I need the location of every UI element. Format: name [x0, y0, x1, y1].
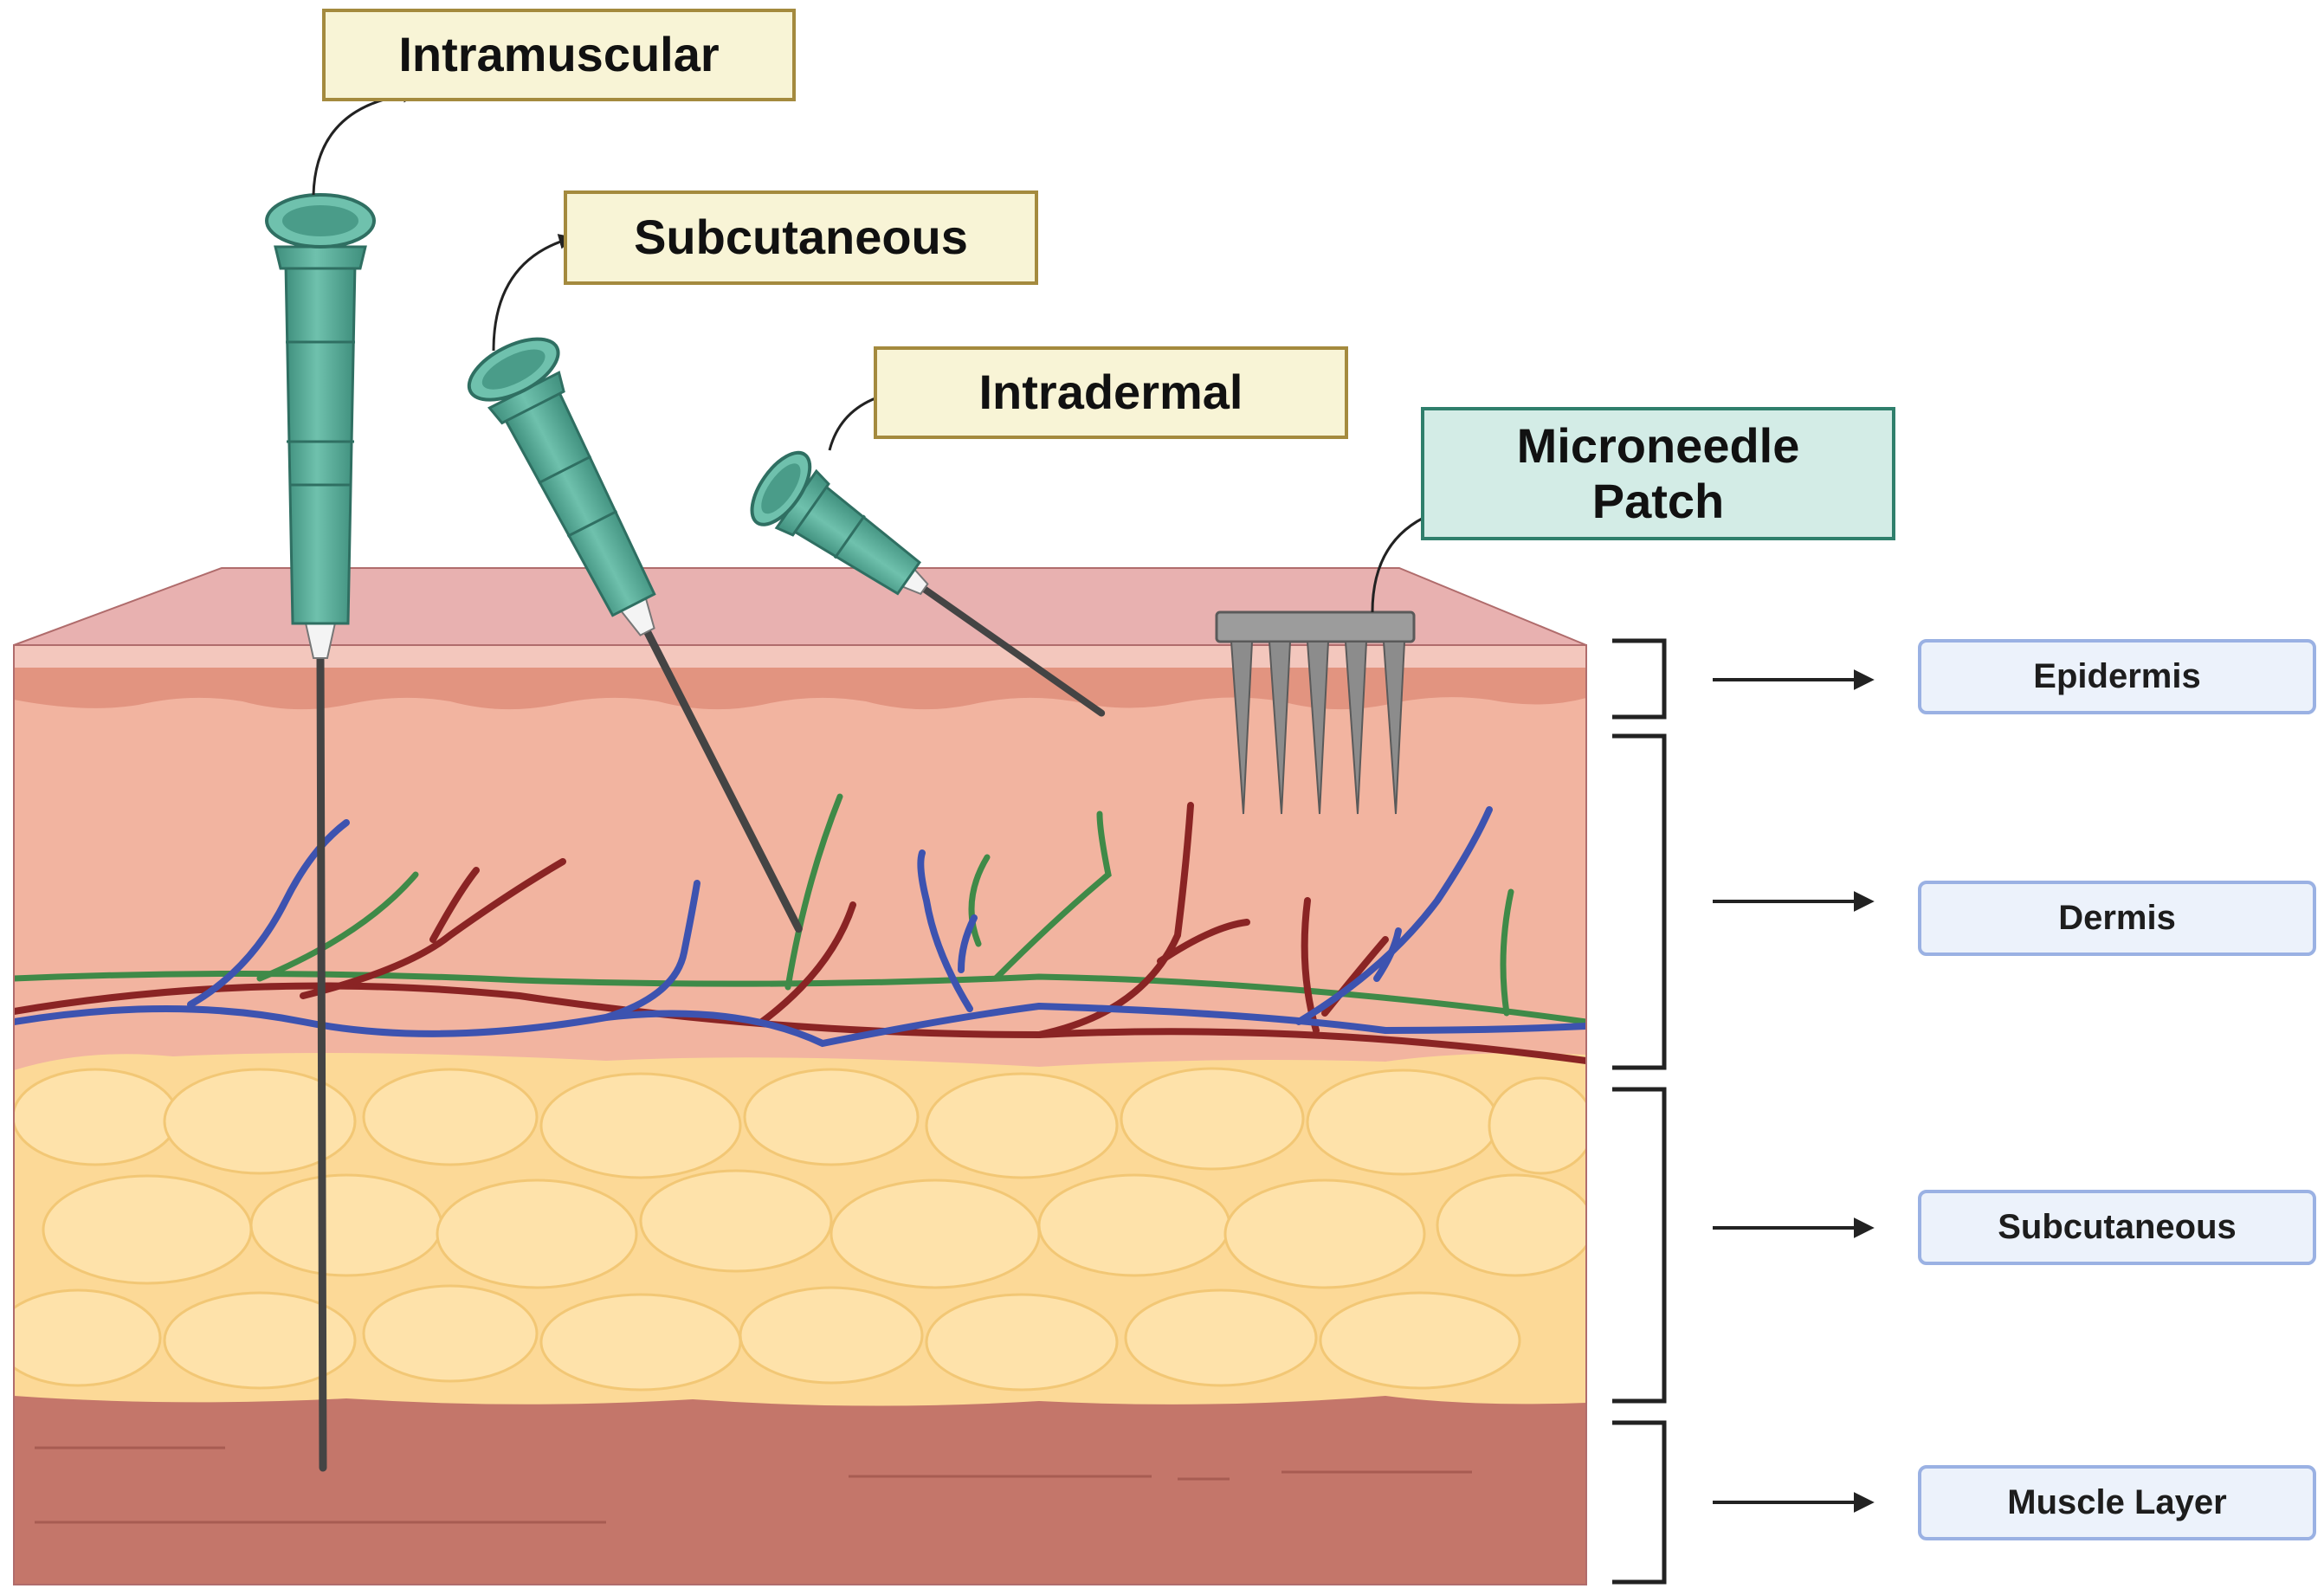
intramuscular-label: Intramuscular [322, 9, 796, 101]
muscle-fibers [35, 1446, 1472, 1524]
veins [14, 806, 1586, 1048]
epidermis-label-text: Epidermis [2033, 657, 2201, 695]
epidermis-basal-band [14, 668, 1586, 710]
intramuscular-pointer [312, 87, 419, 196]
layer-brackets [1612, 638, 1667, 1585]
muscle-layer-label: Muscle Layer [1918, 1465, 2316, 1540]
subcutaneous-pointer [492, 234, 575, 352]
epidermis-bracket [1612, 638, 1667, 720]
subcutaneous-route-label-text: Subcutaneous [634, 210, 968, 265]
microneedle-patch [1215, 610, 1416, 815]
intramuscular-label-text: Intramuscular [398, 27, 720, 82]
intradermal-needle [750, 450, 1106, 717]
muscle-layer-label-text: Muscle Layer [2007, 1483, 2227, 1521]
microneedle-label-line1: Microneedle [1516, 417, 1800, 473]
subcutaneous-needle [467, 337, 803, 933]
dermis-bracket [1612, 733, 1667, 1070]
skin-block [13, 567, 1587, 1585]
microneedle-patch-label: Microneedle Patch [1421, 407, 1895, 540]
layer-arrows [1713, 669, 1875, 1513]
muscle-bracket [1612, 1420, 1667, 1585]
dermis-label-text: Dermis [2058, 899, 2176, 937]
subcutaneous-route-label: Subcutaneous [564, 190, 1038, 285]
subcutaneous-bracket [1612, 1087, 1667, 1404]
epidermis-label: Epidermis [1918, 639, 2316, 714]
intradermal-label: Intradermal [874, 346, 1348, 439]
lymph-vessels [14, 793, 1586, 1025]
arteries [14, 802, 1586, 1064]
subcutaneous-layer-label: Subcutaneous [1918, 1190, 2316, 1265]
intradermal-label-text: Intradermal [978, 365, 1243, 420]
dermis-label: Dermis [1918, 881, 2316, 956]
skin-block-outline [13, 644, 1587, 1585]
subcutaneous-layer-label-text: Subcutaneous [1998, 1208, 2237, 1246]
intramuscular-needle [265, 193, 376, 1472]
fat-lobules [14, 1067, 1586, 1392]
microneedle-label-line2: Patch [1591, 474, 1725, 528]
